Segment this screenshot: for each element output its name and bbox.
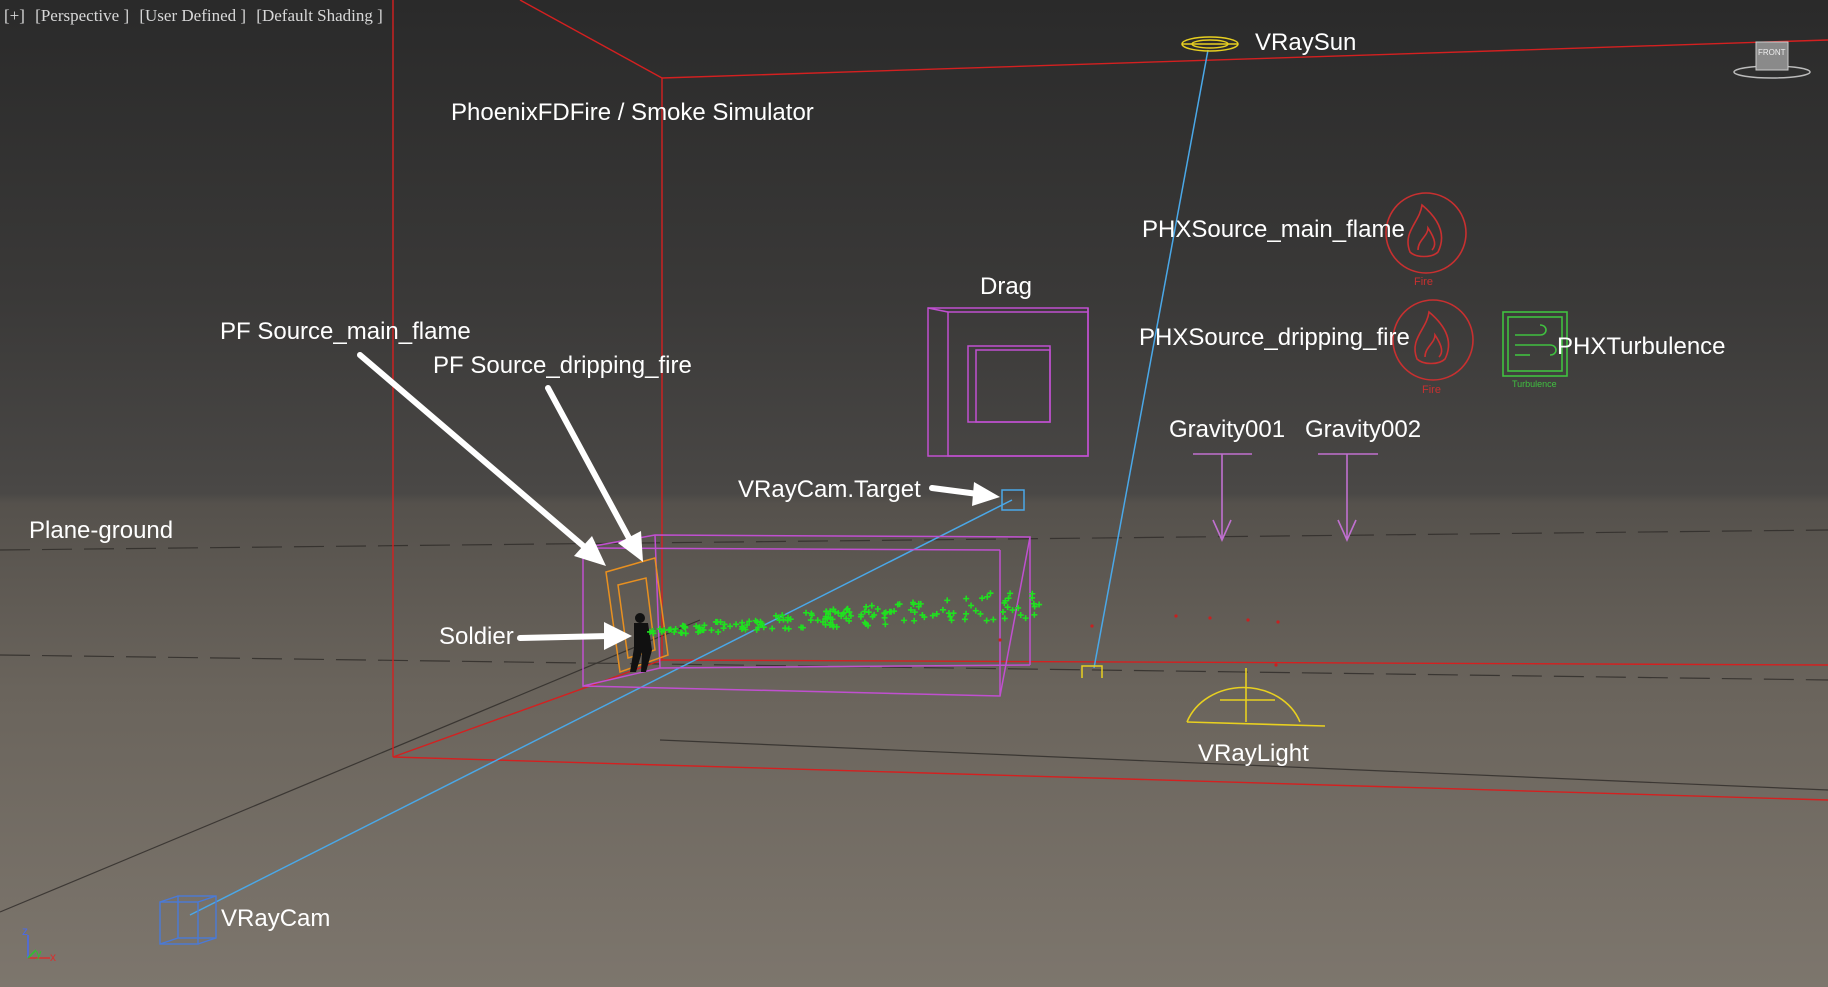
label-pf-dripping-fire: PF Source_dripping_fire [433,352,692,379]
fire-icon-main [1385,192,1467,274]
nav-cube-icon [1733,41,1811,79]
vraysun-beam [1093,49,1209,669]
vraylight-dome [1186,668,1326,727]
particle-stream [647,590,1043,637]
red-particles [998,614,1280,667]
label-phx-turbulence: PHXTurbulence [1557,333,1726,360]
gravity-arrows [1193,453,1378,542]
soldier-figure [630,613,652,672]
label-pf-main-flame: PF Source_main_flame [220,318,471,345]
ground-grid [0,529,1828,913]
viewport-label-menu[interactable]: [+] [Perspective ] [User Defined ] [Defa… [4,6,389,26]
label-gravity002: Gravity002 [1305,416,1422,443]
label-phx-main-flame: PHXSource_main_flame [1142,216,1405,243]
vraycam-line [189,499,1013,916]
turbulence-icon-caption: Turbulence [1512,379,1557,389]
axis-y-label: y [36,948,42,960]
label-soldier: Soldier [439,623,514,650]
viewport-shading-menu[interactable]: [Default Shading ] [256,6,383,25]
viewport-plus-menu[interactable]: [+] [4,6,25,25]
sun-target-marker [1081,665,1103,678]
vraycam-target-box [1001,489,1025,511]
vraysun-icon [1181,36,1239,52]
label-vraylight: VRayLight [1198,740,1309,767]
simulator-box [392,0,1828,801]
label-gravity001: Gravity001 [1169,416,1286,443]
axis-tripod [27,935,50,959]
axis-x-label: x [50,950,56,964]
drag-box [927,307,1089,457]
fire-icon-drip [1392,299,1474,381]
label-vraycam-target: VRayCam.Target [738,476,921,503]
viewport-view-menu[interactable]: [Perspective ] [35,6,130,25]
fire-icon-main-caption: Fire [1414,276,1433,288]
label-phx-dripping-fire: PHXSource_dripping_fire [1139,324,1410,351]
label-plane-ground: Plane-ground [29,517,174,544]
label-simulator: PhoenixFDFire / Smoke Simulator [451,99,814,126]
axis-z-label: z [22,924,28,938]
particle-volume-box [582,534,1031,697]
label-vraycam: VRayCam [221,905,331,932]
vraycam-icon [159,895,217,945]
nav-cube-label[interactable]: FRONT [1758,48,1786,57]
label-vraysun: VRaySun [1255,29,1357,56]
turbulence-icon [1502,311,1568,377]
label-drag: Drag [980,273,1033,300]
annotation-arrows [357,352,1000,650]
viewport-user-menu[interactable]: [User Defined ] [139,6,247,25]
fire-icon-drip-caption: Fire [1422,384,1441,396]
